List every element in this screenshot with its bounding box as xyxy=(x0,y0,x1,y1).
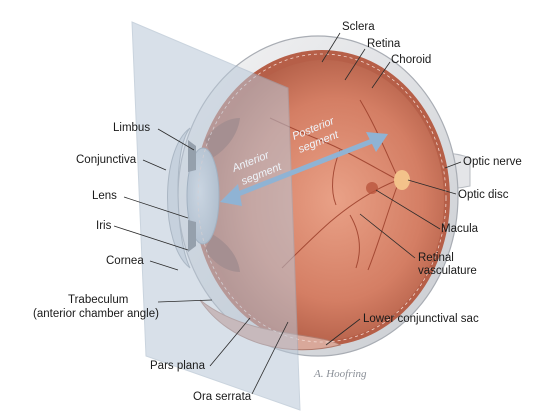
artist-credit: A. Hoofring xyxy=(313,368,367,380)
lens-label: Lens xyxy=(92,190,117,202)
optic-nerve-label: Optic nerve xyxy=(463,156,522,168)
cornea-label: Cornea xyxy=(106,255,144,267)
iris-label: Iris xyxy=(96,220,112,232)
optic-disc-label: Optic disc xyxy=(458,189,509,201)
leader-lines xyxy=(113,32,462,395)
trabeculum-label-2: (anterior chamber angle) xyxy=(33,308,159,320)
limbus-label: Limbus xyxy=(113,122,150,134)
conjunctiva-label: Conjunctiva xyxy=(76,154,137,166)
optic-disc-spot xyxy=(394,170,410,190)
choroid-label: Choroid xyxy=(391,54,431,66)
retinal-vasculature-label: Retinal xyxy=(418,252,454,264)
ora-serrata-label: Ora serrata xyxy=(193,391,252,403)
retina-label: Retina xyxy=(367,38,401,50)
retinal-vasculature-label-2: vasculature xyxy=(418,265,477,277)
sclera-label: Sclera xyxy=(342,21,375,33)
lower-conjunctival-sac-label: Lower conjunctival sac xyxy=(363,313,479,325)
trabeculum-label: Trabeculum xyxy=(68,294,128,306)
pars-plana-label: Pars plana xyxy=(150,360,206,372)
macula-label: Macula xyxy=(441,223,479,235)
segment-arrow xyxy=(220,132,388,206)
sectioning-plane xyxy=(131,21,301,411)
macula-spot xyxy=(366,182,378,194)
